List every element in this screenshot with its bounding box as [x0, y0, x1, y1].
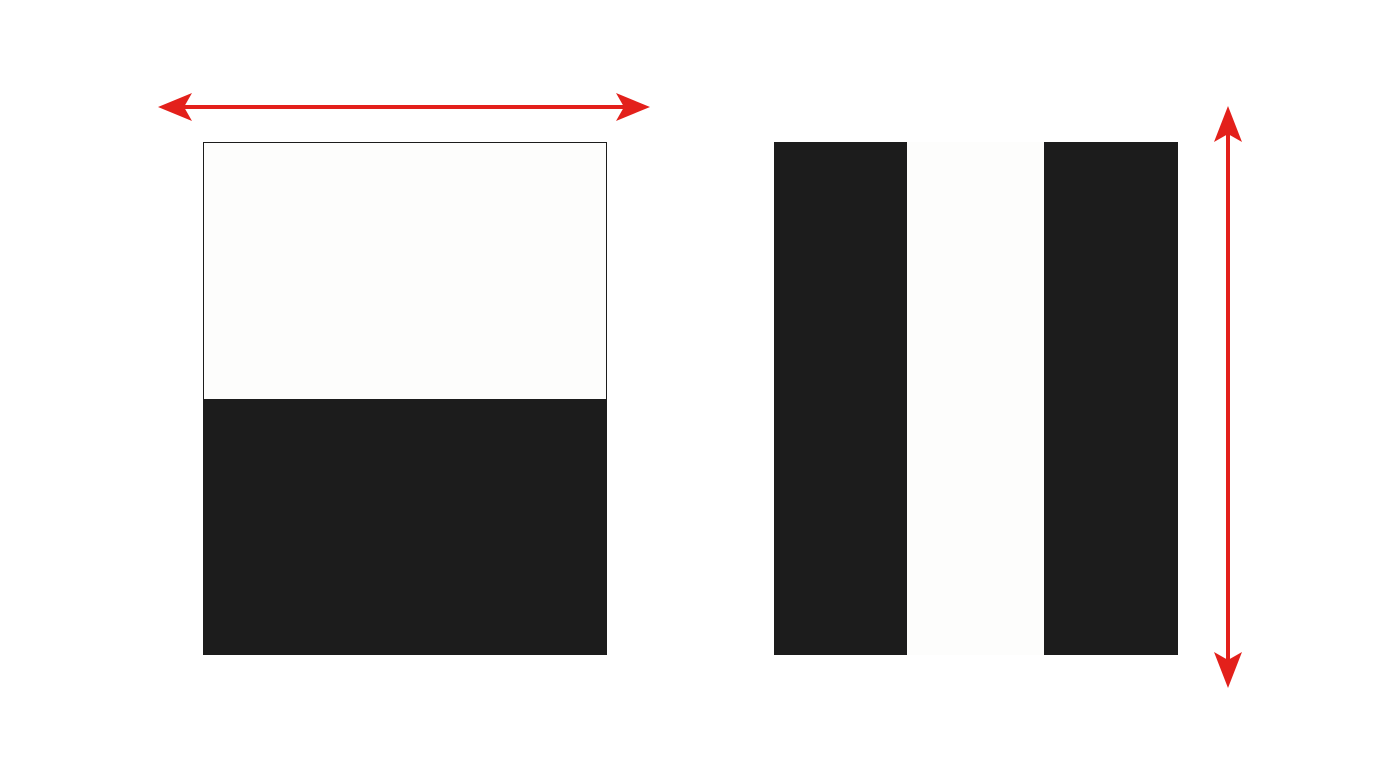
- left-panel-light-band: [204, 143, 606, 399]
- right-panel-light-stripe-center: [907, 142, 1044, 655]
- left-horizontal-split-panel: [203, 142, 607, 655]
- right-vertical-stripe-panel: [774, 142, 1178, 655]
- right-panel-dark-stripe-right: [1044, 142, 1178, 655]
- double-headed-arrow-vertical-icon: [1214, 106, 1242, 688]
- right-panel-dark-stripe-left: [774, 142, 907, 655]
- double-headed-arrow-horizontal-icon: [158, 93, 650, 121]
- left-panel-dark-band: [204, 399, 606, 654]
